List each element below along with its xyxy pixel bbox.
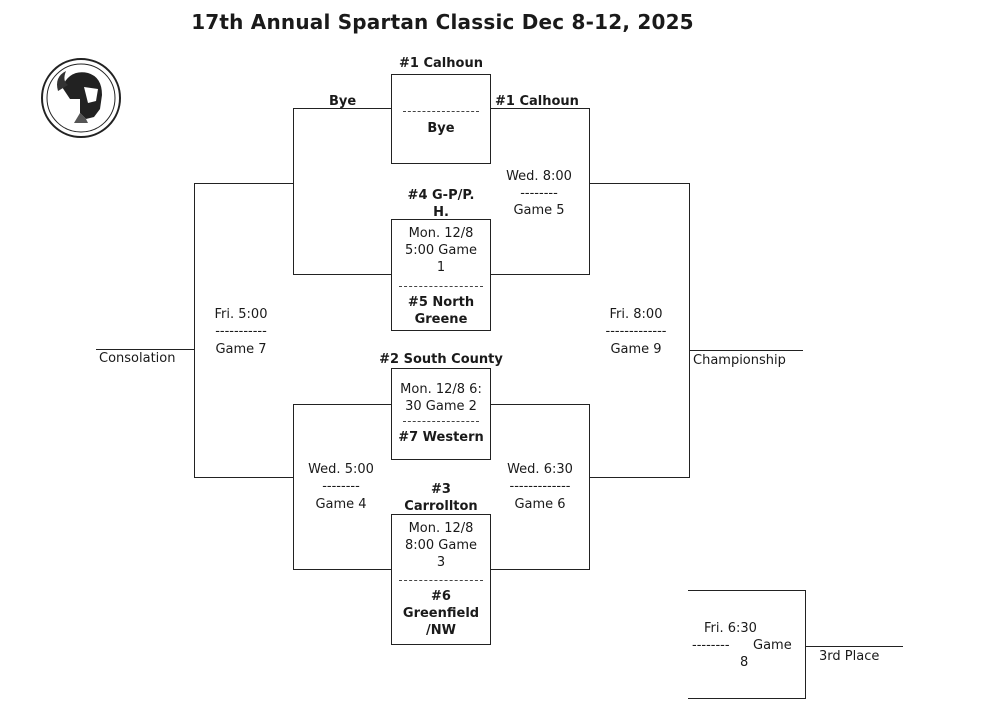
game1-seed-bottom-2: Greene: [414, 312, 468, 327]
game3-line3: 3: [436, 555, 446, 570]
game8-label: Game: [753, 638, 792, 653]
championship-label: Championship: [693, 353, 786, 368]
bracket-line: [689, 183, 690, 478]
bracket-line: [194, 183, 293, 184]
game-top-seed-top: #1 Calhoun: [399, 56, 483, 71]
game1-box: [391, 219, 491, 331]
spartan-helmet-logo: [41, 58, 121, 138]
game9-time: Fri. 8:00: [609, 307, 663, 322]
bracket-line: [293, 108, 294, 275]
game4-dash: --------: [322, 479, 360, 494]
bracket-line: [491, 569, 589, 570]
game7-label: Game 7: [215, 342, 267, 357]
game5-label: Game 5: [513, 203, 565, 218]
bracket-line: [194, 183, 195, 478]
game1-seed-bottom: #5 North: [407, 295, 475, 310]
bracket-line: [805, 590, 806, 699]
consolation-label: Consolation: [99, 351, 176, 366]
bracket-line: [491, 108, 589, 109]
game3-separator: [399, 580, 483, 581]
game3-seed-top-2: Carrollton: [404, 499, 478, 514]
game2-line2: 30 Game 2: [405, 399, 477, 414]
game3-box: [391, 514, 491, 645]
bracket-line: [194, 477, 293, 478]
game2-line1: Mon. 12/8 6:: [400, 382, 482, 397]
bracket-line: [293, 404, 391, 405]
game2-seed-bottom: #7 Western: [398, 430, 484, 445]
bracket-line: [491, 274, 589, 275]
game3-seed-bottom-2: Greenfield: [402, 606, 480, 621]
game7-dash: -----------: [215, 324, 267, 339]
bracket-line: [589, 108, 590, 275]
bracket-line: [589, 183, 689, 184]
page-title: 17th Annual Spartan Classic Dec 8-12, 20…: [191, 10, 694, 34]
bracket-line: [688, 698, 805, 699]
game-top-left-label: Bye: [329, 94, 357, 109]
bracket-line: [293, 569, 391, 570]
game5-advance: #1 Calhoun: [495, 94, 579, 109]
game8-time: Fri. 6:30: [704, 621, 757, 636]
game7-time: Fri. 5:00: [214, 307, 268, 322]
game1-separator: [399, 286, 483, 287]
game1-line1: Mon. 12/8: [408, 226, 474, 241]
third-place-label: 3rd Place: [819, 649, 880, 664]
bracket-line: [491, 404, 589, 405]
game-top-box: [391, 74, 491, 164]
bracket-line: [293, 404, 294, 570]
game9-label: Game 9: [610, 342, 662, 357]
game2-seed-top: #2 South County: [379, 352, 503, 367]
game1-seed-top-2: H.: [433, 205, 449, 220]
bracket-line: [589, 477, 689, 478]
game-top-separator: [403, 111, 479, 112]
game5-dash: --------: [520, 186, 558, 201]
game8-label-2: 8: [740, 655, 749, 670]
bracket-line: [293, 108, 391, 109]
game4-label: Game 4: [315, 497, 367, 512]
championship-line: [689, 350, 803, 351]
game1-line3: 1: [436, 260, 446, 275]
game3-seed-top: #3: [431, 482, 451, 497]
bracket-line: [688, 590, 805, 591]
game3-line1: Mon. 12/8: [408, 521, 474, 536]
bracket-line: [589, 404, 590, 570]
game5-time: Wed. 8:00: [506, 169, 572, 184]
bracket-line: [293, 274, 391, 275]
game-top-seed-bottom: Bye: [427, 121, 455, 136]
game1-seed-top: #4 G-P/P.: [407, 188, 475, 203]
game9-dash: -------------: [605, 324, 667, 339]
game3-seed-bottom: #6: [431, 589, 451, 604]
game3-line2: 8:00 Game: [404, 538, 478, 553]
consolation-line: [96, 349, 194, 350]
game2-separator: [403, 421, 479, 422]
game2-box: [391, 368, 491, 460]
game4-time: Wed. 5:00: [308, 462, 374, 477]
game6-label: Game 6: [514, 497, 566, 512]
game6-dash: -------------: [509, 479, 571, 494]
third-place-line: [805, 646, 903, 647]
game1-line2: 5:00 Game: [404, 243, 478, 258]
game3-seed-bottom-3: /NW: [426, 623, 456, 638]
game8-dash: --------: [692, 638, 730, 653]
game6-time: Wed. 6:30: [507, 462, 573, 477]
